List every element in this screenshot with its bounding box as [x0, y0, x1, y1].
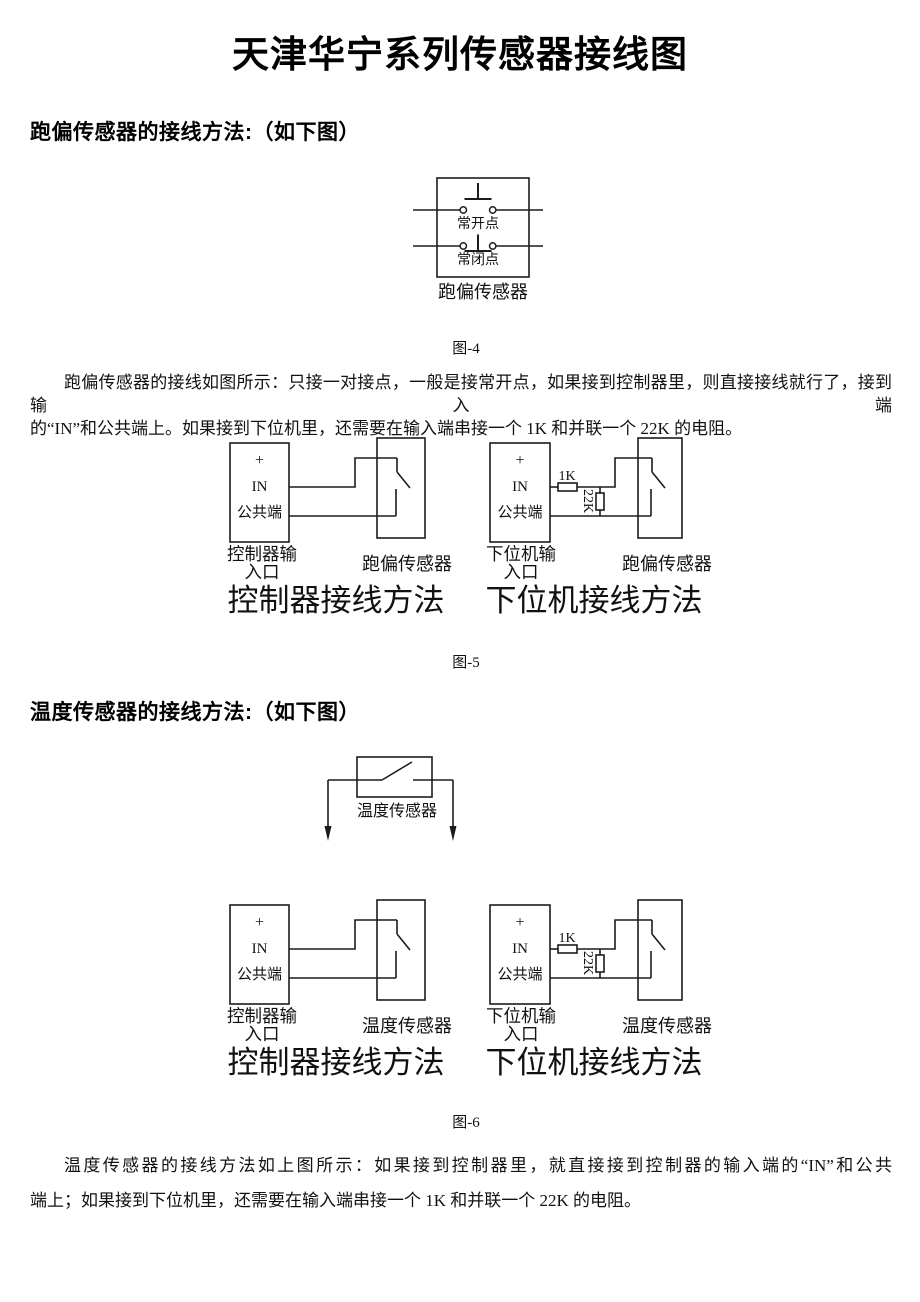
section2-heading: 温度传感器的接线方法:（如下图） — [30, 701, 360, 724]
device-label-line2: 入口 — [504, 1024, 539, 1044]
contact-terminal — [488, 242, 497, 250]
device-label-line2: 入口 — [504, 562, 539, 582]
fig6-caption: 图-6 — [452, 1115, 480, 1131]
sensor-name-label: 温度传感器 — [362, 1016, 452, 1036]
sensor-box — [436, 177, 530, 278]
sensor-box — [376, 899, 426, 1001]
resistor-22k-label: 22K — [580, 951, 595, 975]
sensor-box — [637, 899, 683, 1001]
in-wire — [577, 457, 652, 488]
paragraph-line: 温度传感器的接线方法如上图所示：如果接到控制器里，就直接接到控制器的输入端的“I… — [64, 1156, 892, 1175]
switch-symbol — [395, 920, 411, 978]
device-label-line1: 下位机输 — [486, 544, 556, 564]
in-wire — [289, 919, 397, 950]
switch-symbol — [381, 761, 413, 781]
resistor-22k — [595, 492, 605, 511]
arrow-down-icon — [324, 826, 332, 841]
in-terminal-label: IN — [512, 941, 528, 957]
fig6-lower-machine-wiring-diagram: + IN 公共端 1K 22K 下位机输 入口 温度传感器 下位机接线方法 — [486, 899, 712, 1080]
in-wire — [289, 457, 397, 488]
fig5-controller-wiring-diagram: + IN 公共端 控制器输 入口 跑偏传感器 控制器接线方法 — [227, 437, 452, 618]
sensor-box — [637, 437, 683, 539]
controller-input-box — [229, 442, 290, 543]
diagram-caption: 下位机接线方法 — [486, 583, 703, 618]
fig4-contact-diagram: 常开点 常闭点 跑偏传感器 — [413, 177, 543, 302]
resistor-22k-label: 22K — [580, 489, 595, 513]
normally-open-label: 常开点 — [457, 216, 499, 232]
sensor-name-label: 温度传感器 — [357, 802, 437, 820]
device-label-line1: 下位机输 — [486, 1006, 556, 1026]
paragraph-line: 端上；如果接到下位机里，还需要在输入端串接一个 1K 和并联一个 22K 的电阻… — [30, 1191, 642, 1210]
arrow-down-icon — [449, 826, 457, 841]
common-terminal-label: 公共端 — [237, 504, 282, 521]
in-terminal-label: IN — [512, 479, 528, 495]
switch-symbol — [650, 458, 666, 516]
diagram-caption: 控制器接线方法 — [228, 583, 445, 618]
sensor-box — [376, 437, 426, 539]
sensor-box — [356, 756, 433, 798]
device-label-line1: 控制器输 — [227, 544, 297, 564]
resistor-1k — [557, 944, 578, 954]
in-terminal-label: IN — [252, 941, 268, 957]
resistor-1k — [557, 482, 578, 492]
sensor-name-label: 跑偏传感器 — [362, 554, 452, 574]
temperature-sensor-diagram: 温度传感器 — [324, 756, 457, 841]
device-label-line1: 控制器输 — [227, 1006, 297, 1026]
common-terminal-label: 公共端 — [497, 504, 542, 521]
paragraph-line: 跑偏传感器的接线如图所示：只接一对接点，一般是接常开点，如果接到控制器里，则直接… — [30, 373, 892, 415]
lower-machine-input-box — [489, 904, 551, 1005]
plus-terminal-label: + — [515, 452, 524, 469]
sensor-name-label: 跑偏传感器 — [622, 554, 712, 574]
normally-open-contact-symbol — [464, 183, 492, 200]
plus-terminal-label: + — [255, 452, 264, 469]
switch-symbol — [650, 920, 666, 978]
fig5-lower-machine-wiring-diagram: + IN 公共端 1K 22K 下位机输 入口 跑偏传感器 下位机接线方法 — [486, 437, 712, 618]
resistor-22k — [595, 954, 605, 973]
fig5-caption: 图-5 — [452, 655, 480, 671]
lower-machine-input-box — [489, 442, 551, 543]
page-title: 天津华宁系列传感器接线图 — [232, 34, 688, 75]
common-terminal-label: 公共端 — [497, 966, 542, 983]
in-terminal-label: IN — [252, 479, 268, 495]
sensor-name-label: 温度传感器 — [622, 1016, 712, 1036]
switch-symbol — [395, 458, 411, 516]
normally-closed-contact-symbol — [464, 234, 492, 252]
paragraph-1: 跑偏传感器的接线如图所示：只接一对接点，一般是接常开点，如果接到控制器里，则直接… — [30, 371, 892, 440]
paragraph-line: 的“IN”和公共端上。如果接到下位机里，还需要在输入端串接一个 1K 和并联一个… — [30, 419, 743, 438]
resistor-1k-label: 1K — [558, 469, 575, 484]
device-label-line2: 入口 — [245, 1024, 280, 1044]
paragraph-2: 温度传感器的接线方法如上图所示：如果接到控制器里，就直接接到控制器的输入端的“I… — [30, 1148, 892, 1218]
plus-terminal-label: + — [255, 914, 264, 931]
common-terminal-label: 公共端 — [237, 966, 282, 983]
diagram-caption: 控制器接线方法 — [228, 1045, 445, 1080]
resistor-1k-label: 1K — [558, 931, 575, 946]
device-label-line2: 入口 — [245, 562, 280, 582]
in-wire — [577, 919, 652, 950]
sensor-name-label: 跑偏传感器 — [438, 282, 528, 302]
controller-input-box — [229, 904, 290, 1005]
contact-terminal — [488, 206, 497, 214]
contact-terminal — [459, 206, 468, 214]
diagram-caption: 下位机接线方法 — [486, 1045, 703, 1080]
contact-terminal — [459, 242, 468, 250]
section1-heading: 跑偏传感器的接线方法:（如下图） — [30, 121, 360, 144]
normally-closed-label: 常闭点 — [457, 252, 499, 268]
fig6-controller-wiring-diagram: + IN 公共端 控制器输 入口 温度传感器 控制器接线方法 — [227, 899, 452, 1080]
fig4-caption: 图-4 — [452, 341, 480, 357]
plus-terminal-label: + — [515, 914, 524, 931]
